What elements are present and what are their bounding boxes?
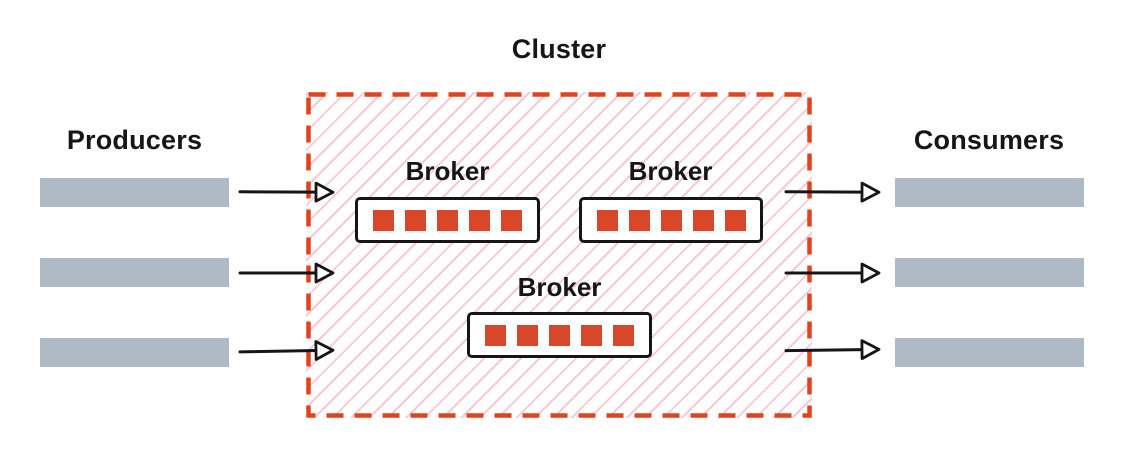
partition-square: [437, 209, 458, 231]
cluster-dashed-border: [306, 92, 812, 418]
producer-arrow-2: [238, 262, 335, 284]
producer-bar: [40, 338, 229, 367]
consumers-label: Consumers: [913, 125, 1065, 155]
partition-square: [501, 209, 522, 231]
partition-square: [692, 209, 714, 231]
cluster-boundary: [306, 92, 812, 418]
broker-2-box: [579, 197, 763, 243]
partition-square: [405, 209, 426, 231]
broker-1-label: Broker: [405, 156, 490, 186]
partition-square: [660, 209, 682, 231]
partition-square: [628, 209, 650, 231]
broker-1-box: [355, 197, 540, 243]
producer-bar: [40, 258, 229, 287]
producer-bar: [40, 178, 229, 207]
producer-arrow-1: [238, 181, 335, 203]
partition-square: [581, 324, 602, 346]
partition-square: [517, 324, 538, 346]
broker-2-label: Broker: [628, 156, 713, 186]
consumer-bar: [895, 338, 1084, 367]
consumer-arrow-1: [784, 181, 881, 203]
consumer-bar: [895, 258, 1084, 287]
partition-square: [485, 324, 506, 346]
partition-square: [469, 209, 490, 231]
producers-label: Producers: [66, 125, 203, 155]
partition-square: [373, 209, 394, 231]
partition-square: [613, 324, 634, 346]
broker-3-box: [467, 312, 652, 358]
partition-square: [724, 209, 746, 231]
broker-3-label: Broker: [517, 272, 602, 302]
consumer-arrow-2: [784, 262, 881, 284]
producer-arrow-3: [238, 340, 335, 361]
partition-square: [596, 209, 618, 231]
consumer-arrow-3: [784, 339, 881, 361]
cluster-title: Cluster: [511, 34, 607, 64]
consumer-bar: [895, 178, 1084, 207]
partition-square: [549, 324, 570, 346]
